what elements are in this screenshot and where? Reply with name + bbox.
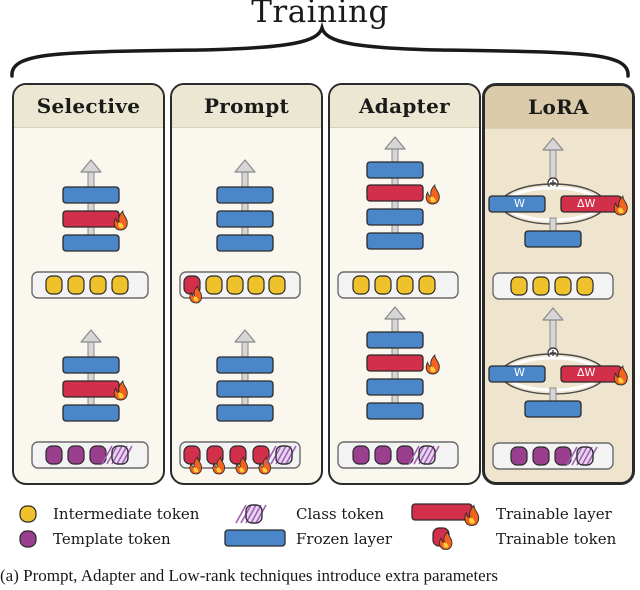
flame-icon [235,456,249,475]
intermediate-token [532,276,550,296]
up-arrow-icon [542,137,564,184]
selective-bottom-frozen-layer-1 [62,356,120,374]
delta-w-label-bottom: ΔW [577,366,596,379]
lora-top-w-layer [488,195,546,213]
legend-intermediate-token: Intermediate token [53,505,200,523]
intermediate-token [268,275,286,295]
legend-trainable-layer: Trainable layer [496,505,612,523]
legend-trainable-token: Trainable token [496,530,617,548]
intermediate-token [576,276,594,296]
prompt-top-frozen-layer-3 [216,234,274,252]
flame-icon [189,285,203,304]
legend-intermediate-swatch [19,505,37,523]
intermediate-token [226,275,244,295]
panel-prompt: Prompt [170,83,323,485]
selective-top-frozen-layer-3 [62,234,120,252]
adapter-top-frozen-layer-3 [366,208,424,226]
template-token [352,445,370,465]
up-arrow-icon [234,159,256,246]
panel-title-lora: LoRA [485,86,632,129]
flame-icon [464,504,480,526]
template-token [554,446,572,466]
diagram-title: Training [251,0,389,30]
delta-w-label-top: ΔW [577,197,596,210]
legend-template-swatch [19,530,37,548]
intermediate-token [111,275,129,295]
intermediate-token [89,275,107,295]
template-token [396,445,414,465]
legend-frozen-swatch [224,529,286,547]
panel-adapter: Adapter [328,83,481,485]
adapter-top-trainable-layer-2 [366,184,424,202]
selective-top-frozen-layer-1 [62,186,120,204]
adapter-top-frozen-layer-1 [366,161,424,179]
template-token [374,445,392,465]
legend-icons [19,503,480,550]
template-token [45,445,63,465]
flame-icon [212,456,226,475]
prompt-top-frozen-layer-2 [216,210,274,228]
intermediate-token [374,275,392,295]
intermediate-token [205,275,223,295]
class-token [101,445,133,465]
intermediate-token [554,276,572,296]
flame-icon [613,365,628,386]
adapter-bottom-frozen-layer-4 [366,402,424,420]
w-label-top: W [514,197,525,210]
flame-icon [425,354,440,375]
template-token [510,446,528,466]
template-token [89,445,107,465]
prompt-top-frozen-layer-1 [216,186,274,204]
intermediate-token [45,275,63,295]
adapter-layers [337,136,459,469]
prompt-bottom-frozen-layer-2 [216,380,274,398]
legend-trainable-swatch [411,503,473,521]
flame-icon [113,210,128,231]
prompt-layers [179,159,301,475]
panel-title-prompt: Prompt [172,85,321,128]
adapter-bottom-frozen-layer-3 [366,378,424,396]
flame-icon [439,530,453,550]
legend-class-swatch [235,504,267,524]
flame-icon [113,380,128,401]
lora-bottom-w-layer [488,365,546,383]
class-token [566,446,598,466]
adapter-bottom-trainable-layer-2 [366,354,424,372]
flame-icon [613,195,628,216]
lora-layers [488,137,628,470]
template-token [532,446,550,466]
legend-frozen-layer: Frozen layer [296,530,393,548]
panel-lora: LoRA W ΔW W ΔW [482,83,635,485]
selective-bottom-frozen-layer-3 [62,404,120,422]
selective-top-trainable-layer-2 [62,210,120,228]
intermediate-token [510,276,528,296]
intermediate-token [352,275,370,295]
selective-bottom-trainable-layer-2 [62,380,120,398]
class-token [265,445,297,465]
panel-selective: Selective [12,83,165,485]
up-arrow-icon [542,307,564,354]
adapter-bottom-frozen-layer-1 [366,331,424,349]
intermediate-token [247,275,265,295]
selective-layers [31,159,149,469]
flame-icon [425,184,440,205]
legend-template-token: Template token [53,530,171,548]
intermediate-token [67,275,85,295]
class-token [408,445,440,465]
panel-title-selective: Selective [14,85,163,128]
training-brace [10,21,630,78]
lora-top-frozen-base-layer [524,230,582,248]
legend-class-token: Class token [296,505,385,523]
lora-bottom-frozen-base-layer [524,400,582,418]
prompt-bottom-frozen-layer-1 [216,356,274,374]
template-token [67,445,85,465]
intermediate-token [418,275,436,295]
adapter-top-frozen-layer-4 [366,232,424,250]
panel-title-adapter: Adapter [330,85,479,128]
flame-icon [189,456,203,475]
prompt-bottom-frozen-layer-3 [216,404,274,422]
figure-caption: (a) Prompt, Adapter and Low-rank techniq… [0,566,499,585]
intermediate-token [396,275,414,295]
w-label-bottom: W [514,366,525,379]
